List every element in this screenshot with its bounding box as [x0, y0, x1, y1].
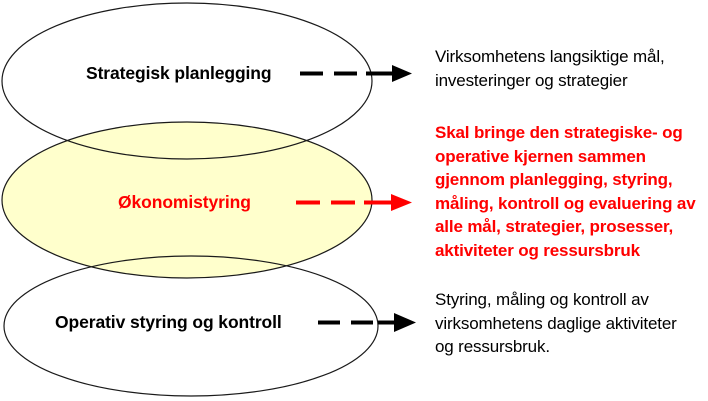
text-line: investeringer og strategier [435, 70, 628, 90]
ellipse-okonomistyring-fill [2, 122, 372, 278]
ellipse-label-strategisk: Strategisk planlegging [86, 63, 272, 83]
ellipse-okonomistyring-outline[interactable] [1, 121, 373, 279]
description-strategisk: Virksomhetens langsiktige mål, investerin… [435, 45, 707, 92]
arrow-operativ-head [394, 313, 416, 332]
text-line: Virksomhetens langsiktige mål, [435, 47, 665, 66]
arrow-strategisk-head [392, 65, 412, 82]
ellipse-strategisk-fill [2, 3, 372, 159]
text-line: måling, kontroll og evaluering av [435, 193, 696, 213]
ellipse-strategisk-outline[interactable] [1, 2, 373, 160]
description-okonomistyring: Skal bringe den strategiske- og operative… [435, 121, 707, 262]
ellipse-operativ-outline[interactable] [3, 255, 379, 397]
text-line: gjennom planlegging, styring, [435, 170, 673, 189]
arrow-strategisk [300, 65, 412, 82]
text-line: aktiviteter og ressursbruk [435, 240, 640, 260]
arrow-okonomistyring [296, 194, 412, 211]
text-line: Skal bringe den strategiske- og [435, 123, 683, 142]
text-line: og ressursbruk. [435, 337, 550, 356]
ellipse-label-operativ: Operativ styring og kontroll [55, 312, 282, 332]
text-line: alle mål, strategier, prosesser, [435, 217, 674, 236]
arrow-okonomistyring-head [391, 194, 412, 211]
arrow-operativ [318, 313, 416, 332]
text-line: virksomhetens daglige aktiviteter [435, 313, 677, 333]
text-line: operative kjernen sammen [435, 146, 646, 166]
ellipse-operativ-fill [4, 256, 378, 396]
description-operativ: Styring, måling og kontroll av virksomhet… [435, 288, 707, 359]
venn-ellipses-group [1, 2, 416, 397]
ellipse-label-okonomistyring: Økonomistyring [118, 192, 251, 212]
text-line: Styring, måling og kontroll av [435, 290, 649, 309]
